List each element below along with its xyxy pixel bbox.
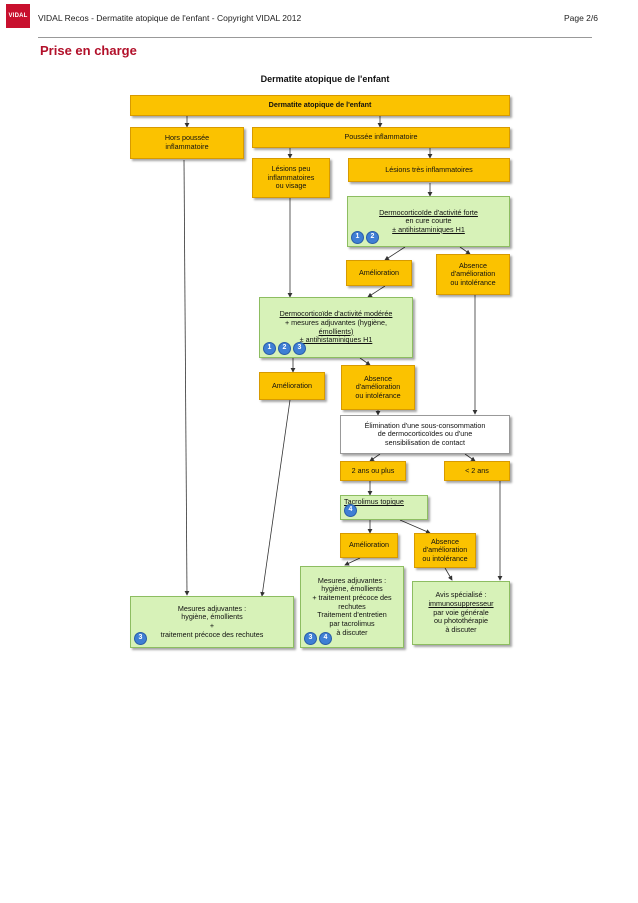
reference-badge[interactable]: 4 — [319, 632, 332, 645]
node-mesures-adjuvantes-left: Mesures adjuvantes : hygiène, émollients… — [130, 596, 294, 648]
reference-badge[interactable]: 3 — [134, 632, 147, 645]
arrow-absence3-avis — [444, 567, 453, 581]
badge-group: 1 2 — [351, 231, 379, 244]
reference-badge[interactable]: 3 — [293, 342, 306, 355]
reference-badge[interactable]: 1 — [351, 231, 364, 244]
node-dermo-moderee: Dermocorticoïde d'activité modérée + mes… — [259, 297, 413, 358]
reference-badge[interactable]: 1 — [263, 342, 276, 355]
node-avis-specialise: Avis spécialisé : immunosuppresseur par … — [412, 581, 510, 645]
node-root: Dermatite atopique de l'enfant — [130, 95, 510, 116]
arrow-amelioration-moderee — [367, 285, 386, 298]
reference-badge[interactable]: 4 — [344, 504, 357, 517]
header-page-number: Page 2/6 — [563, 13, 598, 23]
badge-group: 3 4 — [304, 632, 332, 645]
node-lesions-tres: Lésions très inflammatoires — [348, 158, 510, 182]
arrow-moderee-absence — [359, 357, 371, 366]
header-divider — [38, 37, 592, 38]
badge-group: 4 — [344, 504, 357, 517]
node-amelioration-3: Amélioration — [340, 533, 398, 558]
node-dermo-forte: Dermocorticoïde d'activité forte en cure… — [347, 196, 510, 247]
figure-title: Dermatite atopique de l'enfant — [260, 74, 390, 84]
header-document-title: VIDAL Recos - Dermatite atopique de l'en… — [38, 13, 302, 23]
reference-badge[interactable]: 3 — [304, 632, 317, 645]
arrow-amelioration3-mesures — [344, 557, 361, 566]
badge-group: 3 — [134, 632, 147, 645]
arrow-amelioration2-mesures — [260, 399, 291, 597]
node-amelioration-1: Amélioration — [346, 260, 412, 286]
arrow-elimination-moins2 — [464, 453, 476, 462]
node-amelioration-2: Amélioration — [259, 372, 325, 400]
node-mesures-adjuvantes-mid: Mesures adjuvantes : hygiène, émollients… — [300, 566, 404, 648]
arrow-elimination-2ans — [369, 453, 381, 462]
node-poussee: Poussée inflammatoire — [252, 127, 510, 148]
reference-badge[interactable]: 2 — [366, 231, 379, 244]
arrow-tacrolimus-absence — [399, 519, 431, 534]
arrow-hors-mesures — [183, 159, 190, 596]
node-2-ans-ou-plus: 2 ans ou plus — [340, 461, 406, 481]
node-tacrolimus: Tacrolimus topique 4 — [340, 495, 428, 520]
badge-group: 1 2 3 — [263, 342, 306, 355]
arrow-forte-absence — [459, 246, 471, 255]
node-moins-2-ans: < 2 ans — [444, 461, 510, 481]
vidal-logo: VIDAL — [6, 4, 30, 28]
reference-badge[interactable]: 2 — [278, 342, 291, 355]
arrow-forte-amelioration — [384, 246, 406, 261]
section-title: Prise en charge — [40, 43, 137, 58]
